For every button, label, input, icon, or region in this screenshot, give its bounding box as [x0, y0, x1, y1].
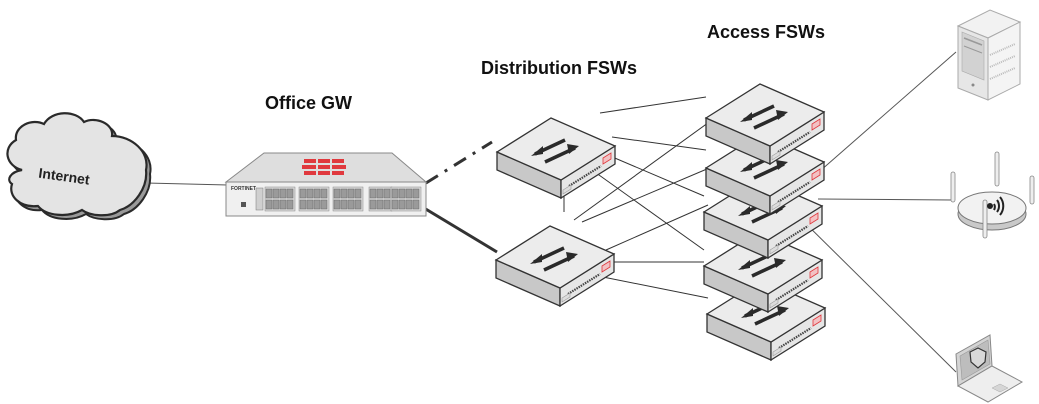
gw-port [391, 199, 399, 210]
gw-brand: FORTINET [231, 186, 256, 192]
link-gw-dist1 [425, 140, 493, 185]
gw-port [313, 199, 321, 210]
link-internet-gw [145, 182, 229, 186]
gw-port [265, 199, 273, 210]
wireless-ap-icon [950, 151, 1035, 239]
gw-port [398, 188, 406, 199]
gw-port [313, 188, 321, 199]
distribution-switch-1 [495, 116, 617, 200]
link-acc3-ap [817, 198, 953, 201]
gw-port [340, 188, 348, 199]
gw-port [306, 188, 314, 199]
link-gw-dist2 [423, 206, 498, 254]
gw-port [383, 199, 391, 210]
gw-port [286, 188, 294, 199]
internet-cloud: Internet [6, 112, 152, 221]
gw-port [279, 188, 287, 199]
internet-label: Internet [38, 165, 91, 188]
gw-port [376, 199, 384, 210]
gw-port [369, 188, 377, 199]
laptop-icon [955, 334, 1024, 403]
gw-port [354, 188, 362, 199]
gw-port [306, 199, 314, 210]
gw-port [255, 187, 264, 211]
gw-port [299, 199, 307, 210]
links [145, 51, 957, 373]
link-dist2-acc1 [573, 119, 713, 221]
gw-port [391, 188, 399, 199]
link-acc3-server [811, 51, 957, 179]
gw-port [383, 188, 391, 199]
link-acc3-laptop [791, 209, 957, 373]
gw-power-led [241, 202, 246, 207]
gw-port [354, 199, 362, 210]
office-gw-label: Office GW [265, 93, 353, 113]
distribution-fsw-label: Distribution FSWs [481, 58, 637, 78]
fortinet-logo-icon [302, 159, 346, 175]
gw-port [320, 188, 328, 199]
gw-port [369, 199, 377, 210]
gw-port [340, 199, 348, 210]
gw-port [376, 188, 384, 199]
gw-port [347, 199, 355, 210]
gw-port [333, 199, 341, 210]
gw-ports [255, 186, 422, 212]
gw-port [272, 188, 280, 199]
gw-port [320, 199, 328, 210]
gw-port [398, 199, 406, 210]
access-switch-1 [704, 82, 826, 166]
gw-port [405, 199, 413, 210]
link-dist1-acc1 [599, 96, 707, 114]
gw-port [333, 188, 341, 199]
gw-port [272, 199, 280, 210]
distribution-switch-2 [494, 224, 616, 308]
server-icon [956, 9, 1022, 101]
gw-port [286, 199, 294, 210]
link-dist2-acc2 [581, 165, 715, 223]
link-dist1-acc4 [577, 159, 705, 251]
gw-port [299, 188, 307, 199]
gw-port [412, 199, 420, 210]
link-dist2-acc3 [605, 204, 709, 251]
gw-port [405, 188, 413, 199]
shield-icon [969, 347, 987, 369]
gw-port [412, 188, 420, 199]
access-fsw-label: Access FSWs [707, 22, 826, 42]
gw-port [347, 188, 355, 199]
office-gateway: FORTINET [224, 152, 428, 217]
gw-port [279, 199, 287, 210]
link-dist1-acc2 [611, 136, 707, 151]
gw-port [265, 188, 273, 199]
